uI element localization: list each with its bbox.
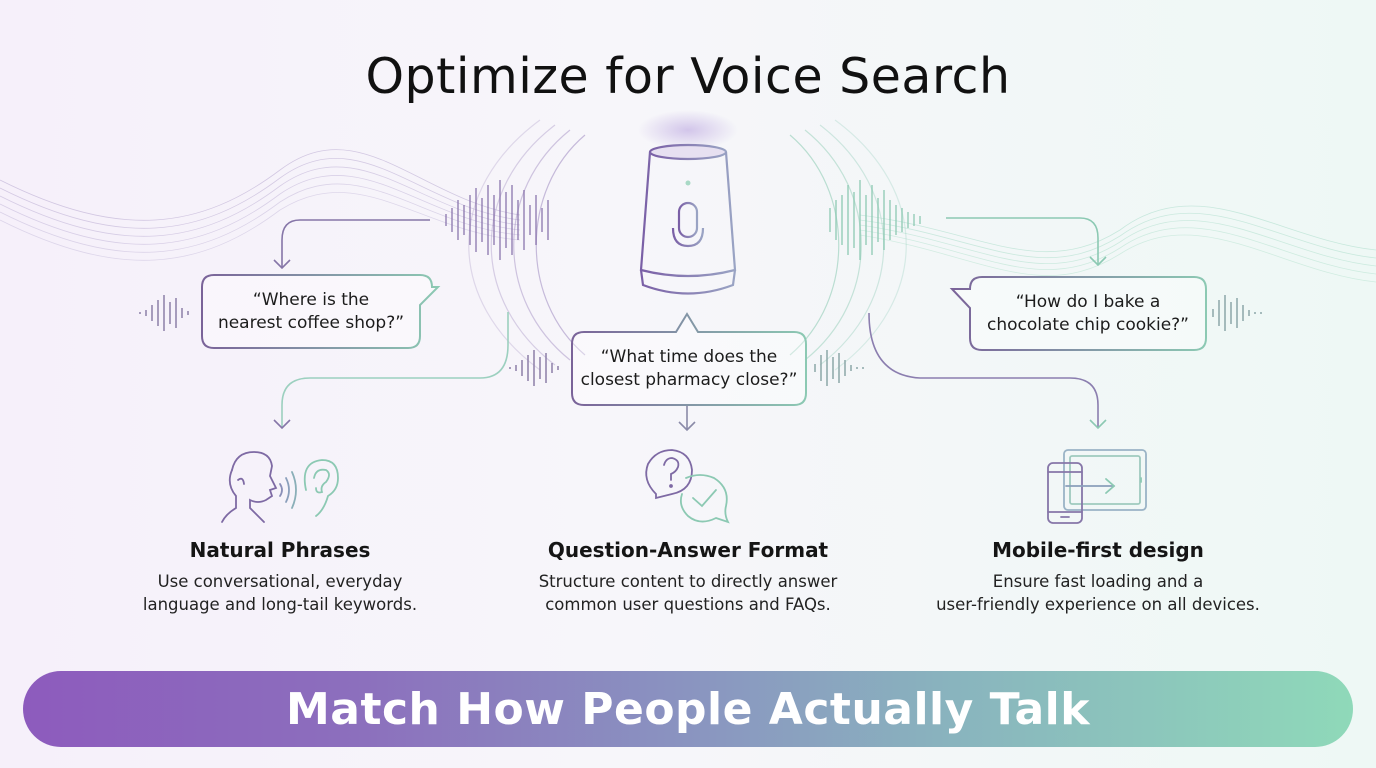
smart-speaker-microphone-icon [639, 143, 737, 295]
feature-description: Use conversational, everyday [157, 572, 403, 591]
feature-description: Structure content to directly answer [538, 572, 838, 591]
mini-waveform-2 [509, 350, 559, 386]
query-text: chocolate chip cookie?” [987, 315, 1189, 335]
feature-question-answer: Question-Answer Format Structure content… [498, 538, 878, 616]
feature-title: Question-Answer Format [547, 538, 829, 562]
query-text: “What time does the [600, 347, 778, 367]
bubble-shapes [201, 274, 1207, 406]
mini-waveform-3 [814, 350, 864, 386]
sound-arcs [468, 119, 907, 371]
mini-waveform-4 [1212, 295, 1262, 331]
query-text: “Where is the [252, 290, 370, 310]
feature-mobile-first: Mobile-first design Ensure fast loading … [908, 538, 1288, 616]
query-text: closest pharmacy close?” [580, 370, 798, 390]
person-speaking-ear-icon [221, 451, 339, 523]
phone-tablet-icon [1047, 449, 1147, 524]
audio-waveform-right [829, 180, 921, 260]
feature-description: Ensure fast loading and a [992, 572, 1204, 591]
feature-description: common user questions and FAQs. [545, 595, 831, 614]
speaker-glow [638, 110, 738, 150]
connector-arrows [273, 217, 1107, 432]
query-text: “How do I bake a [1015, 292, 1161, 312]
tagline-text: Match How People Actually Talk [285, 683, 1091, 735]
tagline-banner: Match How People Actually Talk [23, 671, 1353, 747]
background-wave-lines [0, 149, 1376, 283]
feature-natural-phrases: Natural Phrases Use conversational, ever… [100, 538, 460, 616]
feature-title: Mobile-first design [992, 538, 1204, 562]
feature-description: language and long-tail keywords. [142, 595, 418, 614]
query-text: nearest coffee shop?” [217, 313, 405, 333]
query-bubble-cookie: “How do I bake a chocolate chip cookie?” [970, 278, 1206, 350]
query-bubble-pharmacy: “What time does the closest pharmacy clos… [572, 333, 806, 405]
question-answer-bubbles-icon [645, 449, 730, 524]
feature-title: Natural Phrases [189, 538, 371, 562]
page-title: Optimize for Voice Search [365, 48, 1011, 105]
mini-waveform-1 [139, 295, 189, 331]
feature-description: user-friendly experience on all devices. [936, 595, 1260, 614]
query-bubble-coffee: “Where is the nearest coffee shop?” [202, 276, 420, 348]
audio-waveform-left [445, 180, 549, 260]
